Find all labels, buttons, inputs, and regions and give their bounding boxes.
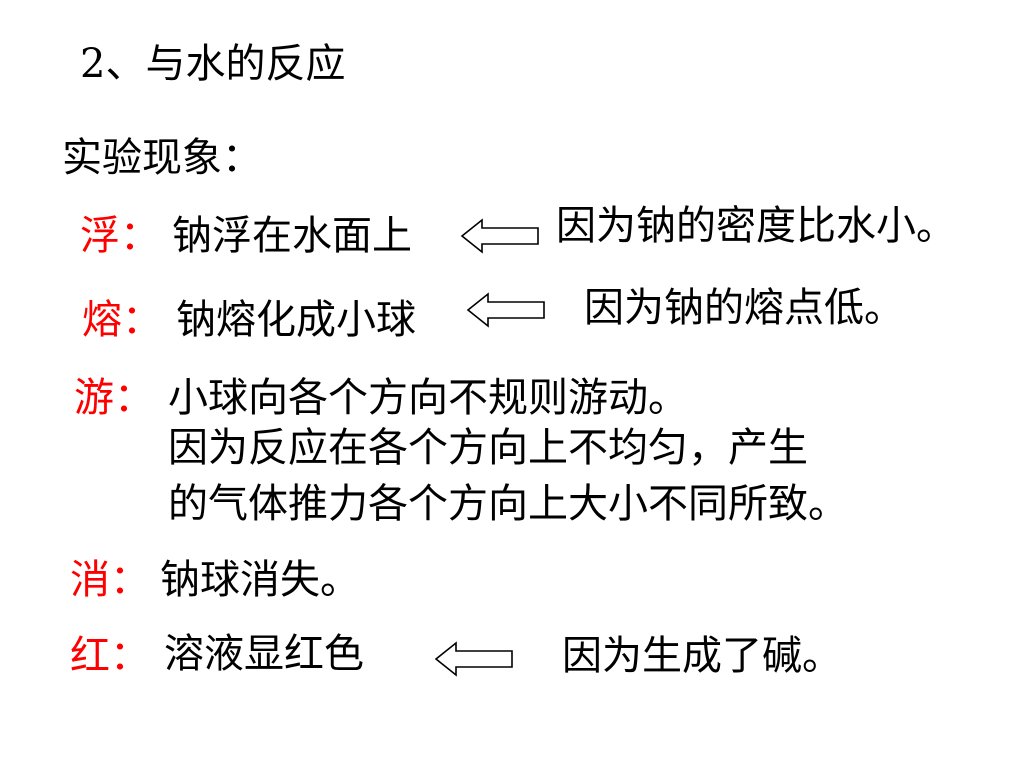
row-text-swim-line-2: 因为反应在各个方向上不均匀，产生 (168, 425, 808, 471)
row-reason-red: 因为生成了碱。 (562, 633, 842, 679)
row-reason-float: 因为钠的密度比水小。 (556, 203, 956, 249)
left-arrow-icon (460, 218, 540, 254)
left-arrow-icon (466, 292, 546, 328)
row-label-float: 浮： (80, 213, 160, 259)
row-label-swim: 游： (74, 375, 154, 421)
row-text-swim-line-1: 小球向各个方向不规则游动。 (168, 375, 688, 421)
row-text-melt: 钠熔化成小球 (176, 297, 416, 343)
row-reason-melt: 因为钠的熔点低。 (584, 285, 904, 331)
row-label-melt: 熔： (82, 297, 162, 343)
row-text-vanish: 钠球消失。 (160, 557, 360, 603)
section-heading: 实验现象： (62, 135, 262, 181)
row-label-vanish: 消： (70, 557, 150, 603)
row-label-red: 红： (70, 633, 150, 679)
left-arrow-icon (434, 641, 514, 677)
row-text-red: 溶液显红色 (164, 631, 364, 677)
row-text-swim-line-3: 的气体推力各个方向上大小不同所致。 (168, 481, 848, 527)
slide-title: 2、与水的反应 (80, 41, 346, 87)
row-text-float: 钠浮在水面上 (172, 213, 412, 259)
